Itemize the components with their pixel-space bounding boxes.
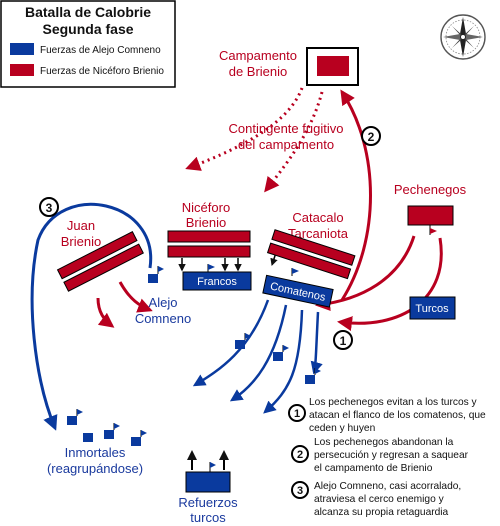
label-refuerzos-1: Refuerzos bbox=[178, 495, 238, 510]
note-2-line-1: Los pechenegos abandonan la bbox=[314, 437, 454, 448]
label-pechenegos: Pechenegos bbox=[394, 182, 467, 197]
pechenegos-unit bbox=[407, 205, 454, 226]
niceforo-unit bbox=[167, 230, 251, 272]
note-2: 2 Los pechenegos abandonan la persecució… bbox=[291, 437, 469, 474]
label-juan-2: Brienio bbox=[61, 234, 101, 249]
label-niceforo-2: Brienio bbox=[186, 215, 226, 230]
label-campamento-1: Campamento bbox=[219, 48, 297, 63]
francos-unit bbox=[182, 264, 252, 291]
note-1-line-2: atacan el flanco de los comatenos, que bbox=[309, 410, 486, 421]
note-3: 3 Alejo Comneno, casi acorralado, atravi… bbox=[291, 481, 461, 518]
note-2-line-2: persecución y regresan a saquear bbox=[314, 450, 469, 461]
label-inmortales-1: Inmortales bbox=[65, 445, 126, 460]
step-marker-1: 1 bbox=[333, 330, 353, 350]
label-niceforo-1: Nicéforo bbox=[182, 200, 230, 215]
label-campamento-2: de Brienio bbox=[229, 64, 288, 79]
svg-text:2: 2 bbox=[297, 449, 303, 461]
label-francos: Francos bbox=[197, 276, 237, 288]
note-3-line-3: alcanza su propia retaguardia bbox=[314, 507, 449, 518]
label-alejo-1: Alejo bbox=[149, 295, 178, 310]
note-3-line-1: Alejo Comneno, casi acorralado, bbox=[314, 481, 461, 492]
legend-label-brienio: Fuerzas de Nicéforo Brienio bbox=[40, 66, 164, 77]
fugitive-arrows bbox=[185, 87, 324, 193]
legend-subtitle: Segunda fase bbox=[42, 21, 133, 37]
legend-swatch-brienio bbox=[10, 64, 34, 76]
refuerzos-unit bbox=[185, 450, 231, 493]
svg-text:2: 2 bbox=[368, 130, 375, 144]
label-refuerzos-2: turcos bbox=[190, 510, 226, 525]
alejo-unit bbox=[148, 266, 164, 283]
note-1-line-3: ceden y huyen bbox=[309, 423, 375, 434]
juan-arrows bbox=[96, 281, 153, 328]
catacalo-unit bbox=[266, 229, 356, 280]
label-catacalo-1: Catacalo bbox=[292, 210, 343, 225]
legend-label-alejo: Fuerzas de Alejo Comneno bbox=[40, 45, 161, 56]
legend: Batalla de Calobrie Segunda fase Fuerzas… bbox=[0, 0, 176, 88]
step-marker-2: 2 bbox=[361, 126, 381, 146]
comatenos-scattered bbox=[235, 333, 321, 384]
turcos-unit bbox=[409, 296, 456, 320]
note-1-line-1: Los pechenegos evitan a los turcos y bbox=[309, 397, 478, 408]
notes: 1 Los pechenegos evitan a los turcos y a… bbox=[288, 397, 486, 518]
comatenos-unit: Comatenos bbox=[262, 274, 334, 308]
legend-swatch-alejo bbox=[10, 43, 34, 55]
svg-text:3: 3 bbox=[46, 201, 53, 215]
juan-unit bbox=[56, 230, 144, 292]
label-catacalo-2: Tarcaniota bbox=[288, 226, 349, 241]
comatenos-flee-arrows bbox=[192, 299, 323, 414]
note-2-line-3: el campamento de Brienio bbox=[314, 463, 433, 474]
note-3-line-2: atraviesa el cerco enemigo y bbox=[314, 494, 445, 505]
label-contingente-1: Contingente fugitivo bbox=[229, 121, 344, 136]
alejo-escape-arrow bbox=[30, 203, 153, 431]
compass-rose-icon bbox=[440, 14, 486, 60]
svg-text:3: 3 bbox=[297, 485, 303, 497]
step-marker-3: 3 bbox=[39, 197, 59, 217]
legend-title: Batalla de Calobrie bbox=[25, 4, 151, 20]
label-inmortales-2: (reagrupándose) bbox=[47, 461, 143, 476]
note-1: 1 Los pechenegos evitan a los turcos y a… bbox=[288, 397, 486, 434]
label-turcos: Turcos bbox=[415, 303, 449, 315]
camp-brienio bbox=[306, 47, 359, 86]
label-alejo-2: Comneno bbox=[135, 311, 191, 326]
label-juan-1: Juan bbox=[67, 218, 95, 233]
svg-text:1: 1 bbox=[340, 334, 347, 348]
label-contingente-2: del campamento bbox=[238, 137, 334, 152]
svg-text:1: 1 bbox=[294, 408, 300, 420]
inmortales-units bbox=[67, 409, 147, 446]
